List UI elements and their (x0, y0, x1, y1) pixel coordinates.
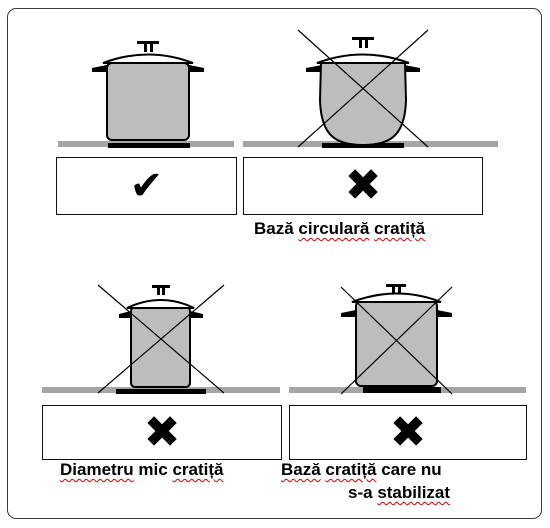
caption-word: care (381, 460, 417, 479)
not-stabilized-caption-line2: s-a stabilizat (348, 483, 450, 503)
heating-zone (108, 143, 190, 148)
cross-icon (340, 286, 453, 395)
heating-zone (363, 387, 441, 393)
caption-word: cratiță (172, 460, 224, 479)
correct-pot-illustration (58, 41, 234, 148)
round-base-caption: Bază circulară cratiță (254, 219, 425, 239)
pot-icon (119, 285, 203, 388)
small-diameter-pot-illustration (42, 284, 280, 394)
caption-word: s-a (348, 483, 373, 502)
cross-icon (97, 284, 225, 394)
caption-word: Diametru (60, 460, 134, 479)
cross-icon: ✖ (344, 160, 382, 211)
cross-icon: ✖ (389, 406, 427, 458)
pot-icon (92, 41, 204, 141)
caption-word: cratiță (374, 219, 426, 238)
caption-word: nu (420, 460, 442, 479)
cross-icon (297, 29, 429, 148)
small-diameter-verdict-box: ✖ (42, 405, 282, 460)
caption-word: Bază (254, 219, 294, 238)
not-stabilized-pot-illustration (289, 284, 526, 395)
not-stabilized-caption-line1: Bază cratiță care nu (281, 460, 442, 480)
round-base-verdict-box: ✖ (243, 157, 483, 215)
caption-word: mic (138, 460, 168, 479)
pot-icon (341, 284, 452, 387)
heating-zone (116, 389, 206, 394)
checkmark-icon: ✔ (129, 163, 164, 209)
small-diameter-caption: Diametru mic cratiță (60, 460, 223, 480)
caption-word: stabilizat (377, 483, 451, 502)
caption-word: cratiță (325, 460, 377, 479)
correct-verdict-box: ✔ (56, 157, 237, 215)
cross-icon: ✖ (143, 406, 181, 458)
caption-word: circulară (298, 219, 370, 238)
pot-icon (306, 37, 420, 147)
round-base-pot-illustration (243, 29, 498, 148)
not-stabilized-verdict-box: ✖ (289, 405, 527, 460)
caption-word: Bază (281, 460, 321, 479)
